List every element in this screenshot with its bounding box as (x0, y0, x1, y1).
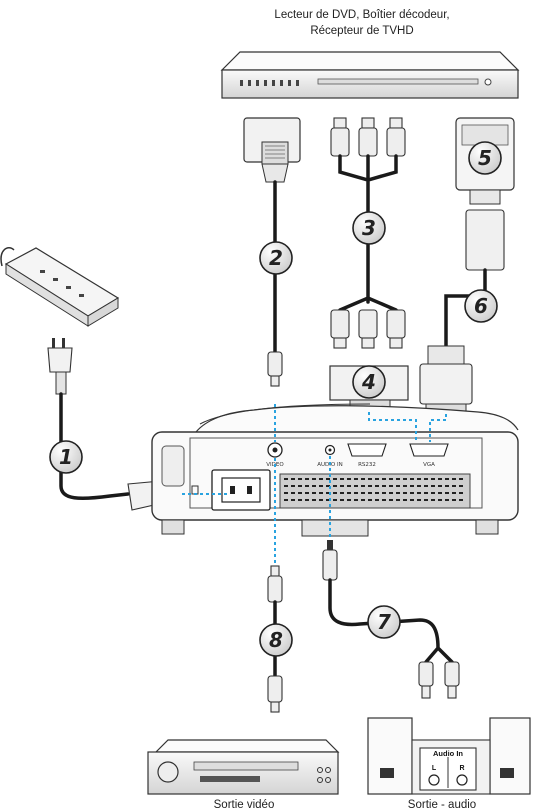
svg-text:1: 1 (59, 445, 73, 469)
video-rca-plug-top (268, 352, 282, 386)
callout-7: 7 (368, 606, 400, 638)
audio-jack-plug (323, 540, 337, 580)
video-player-device (148, 740, 338, 794)
audio-out-label: Sortie - audio (408, 799, 476, 811)
vga-port (410, 444, 448, 456)
component-rca-plugs-top (331, 118, 405, 156)
callout-1: 1 (50, 441, 82, 473)
vga-label: VGA (423, 462, 435, 468)
audio-rca-plugs (419, 662, 459, 698)
callout-6: 6 (465, 290, 497, 322)
callout-4: 4 (353, 366, 385, 398)
speaker-right-label: R (459, 765, 464, 772)
audio-in-port (326, 446, 335, 455)
source-label-line1: Lecteur de DVD, Boîtier décodeur, (274, 9, 449, 21)
svg-text:3: 3 (362, 216, 376, 240)
component-rca-plugs-bottom (331, 310, 405, 348)
video-rca-plug-bottom (268, 676, 282, 712)
video-port (268, 443, 282, 457)
svg-text:7: 7 (377, 610, 391, 634)
callout-5: 5 (469, 142, 501, 174)
rs232-label: RS232 (358, 462, 376, 468)
svg-text:8: 8 (269, 628, 283, 652)
dvd-player-device (222, 52, 518, 98)
vga-plug (420, 346, 472, 414)
scart-plug (244, 118, 300, 182)
power-plug (48, 338, 72, 394)
svg-text:5: 5 (478, 146, 492, 170)
svg-text:4: 4 (361, 370, 376, 394)
callout-8: 8 (260, 624, 292, 656)
speaker-left-label: L (432, 765, 437, 772)
svg-text:2: 2 (269, 246, 283, 270)
video-rca-plug-mid (268, 566, 282, 602)
callout-3: 3 (353, 212, 385, 244)
callout-2: 2 (260, 242, 292, 274)
rs232-port (348, 444, 386, 456)
speaker-audio-in-label: Audio In (433, 749, 463, 758)
scart-adapter (456, 118, 514, 270)
source-label-line2: Récepteur de TVHD (310, 25, 413, 37)
projector (152, 404, 518, 536)
video-out-label: Sortie vidéo (214, 799, 275, 811)
power-strip (1, 248, 118, 326)
svg-text:6: 6 (474, 294, 488, 318)
